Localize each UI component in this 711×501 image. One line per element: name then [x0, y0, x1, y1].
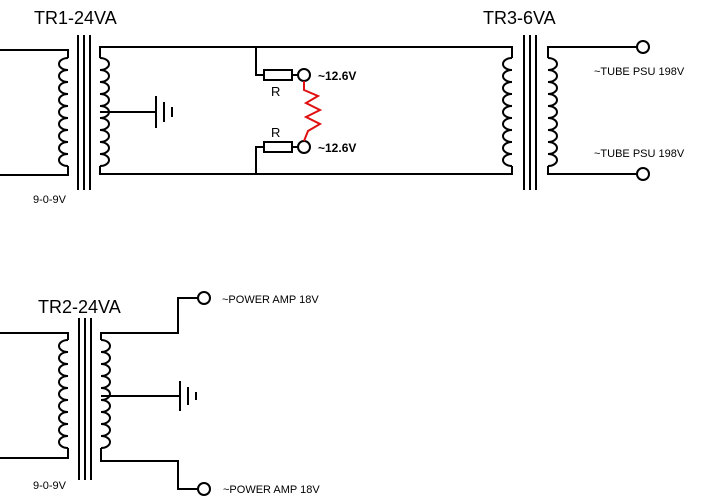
resistor-top — [263, 69, 293, 81]
resistor-bottom-label: R — [271, 125, 280, 140]
tr1-primary-coil — [58, 57, 69, 167]
output-tube-bottom-label: ~TUBE PSU 198V — [594, 148, 685, 160]
tr2-secondary-bottom-wire — [100, 448, 198, 490]
terminal-tube-top — [636, 40, 650, 54]
output-12v-bottom-label: ~12.6V — [318, 141, 356, 155]
tr2-primary-coil — [58, 339, 69, 449]
resistor-top-label: R — [271, 84, 280, 99]
output-12v-top-label: ~12.6V — [318, 69, 356, 83]
tr1-primary-wires — [0, 49, 69, 176]
tr1-core — [77, 35, 91, 190]
tr2-core — [78, 318, 92, 480]
tr2-secondary-top-wire — [100, 297, 198, 340]
resistor-bottom — [263, 141, 293, 153]
terminal-tube-bottom — [636, 167, 650, 181]
tr1-title: TR1-24VA — [34, 8, 117, 28]
tr3-primary-wires — [500, 46, 513, 175]
red-link-zigzag — [303, 81, 323, 142]
tr1-ground-icon — [155, 96, 173, 128]
terminal-12v-bottom — [297, 140, 311, 154]
tr2-primary-wires — [0, 332, 69, 459]
transformer-tr2: TR2-24VA 9-0-9V ~POWER AMP 18V ~POWER AM… — [0, 291, 320, 496]
tr2-secondary-coil — [100, 339, 111, 449]
terminal-amp-top — [197, 291, 211, 305]
tr3-primary-coil — [502, 57, 513, 167]
tap-top: R ~12.6V — [255, 47, 356, 99]
tap-bottom: R ~12.6V — [255, 125, 356, 174]
tr3-secondary-coil — [547, 57, 558, 167]
tr3-secondary-wires — [547, 46, 637, 175]
tr1-secondary-wires — [99, 46, 500, 175]
tr3-title: TR3-6VA — [483, 8, 556, 28]
transformer-tr3: TR3-6VA ~TUBE PSU 198V ~TUBE PSU 198V — [483, 8, 685, 190]
terminal-amp-bottom — [197, 482, 211, 496]
tr3-core — [523, 35, 537, 190]
transformer-tr1: TR1-24VA 9-0-9V — [0, 8, 500, 206]
output-tube-top-label: ~TUBE PSU 198V — [594, 66, 685, 78]
tr1-primary-label: 9-0-9V — [33, 194, 67, 206]
output-amp-bottom-label: ~POWER AMP 18V — [223, 484, 320, 496]
tr2-ground-icon — [179, 381, 197, 411]
tr2-title: TR2-24VA — [38, 297, 121, 317]
terminal-12v-top — [297, 68, 311, 82]
tr2-primary-label: 9-0-9V — [33, 480, 67, 492]
output-amp-top-label: ~POWER AMP 18V — [222, 294, 319, 306]
